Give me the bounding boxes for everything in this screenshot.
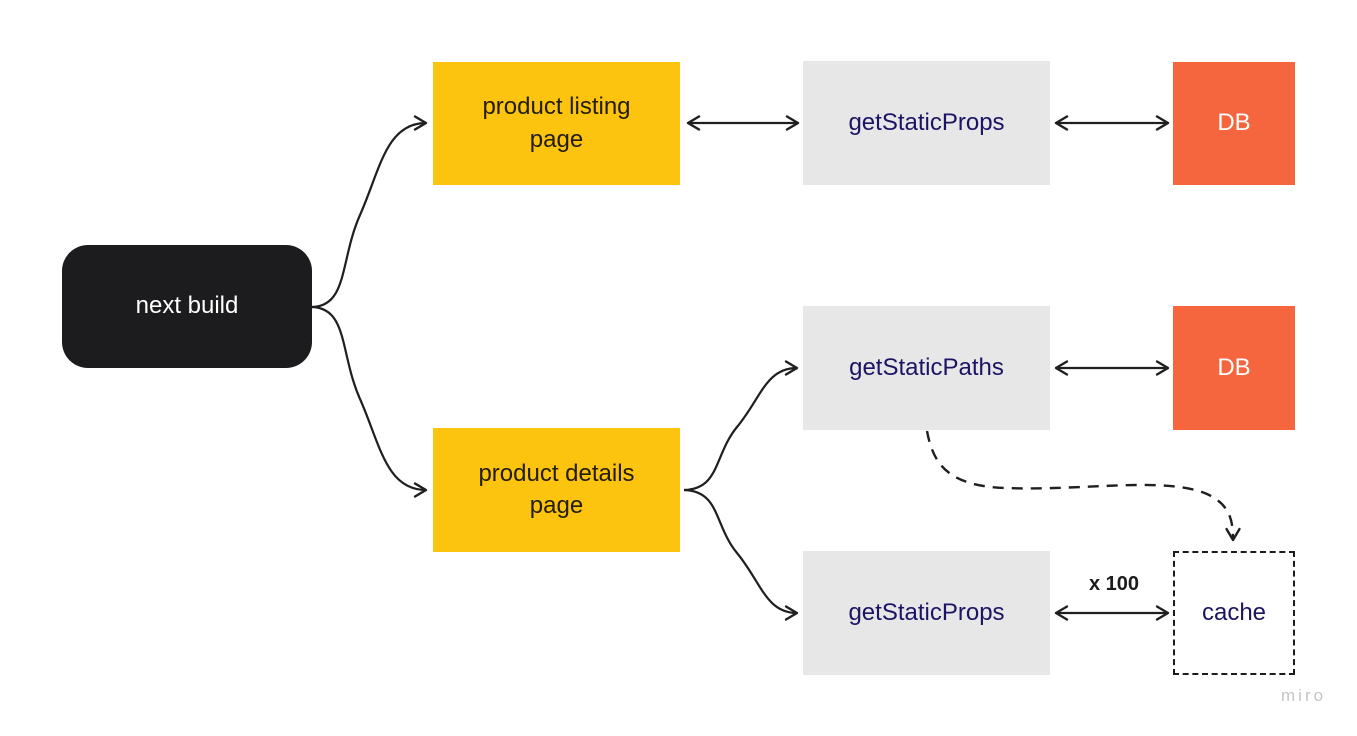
edge-label-x100: x 100 <box>1088 573 1140 595</box>
node-label: getStaticProps <box>848 598 1005 626</box>
node-cache[interactable]: cache <box>1173 551 1295 675</box>
node-label: product details page <box>478 459 635 519</box>
node-label: getStaticProps <box>848 108 1005 136</box>
node-get-static-props-top[interactable]: getStaticProps <box>803 61 1050 185</box>
node-product-listing-page[interactable]: product listing page <box>433 62 680 185</box>
node-label: DB <box>1217 353 1251 381</box>
edge-details-to-getstaticpaths[interactable] <box>683 360 799 492</box>
node-label: next build <box>135 292 239 320</box>
node-db-middle[interactable]: DB <box>1173 306 1295 430</box>
node-next-build[interactable]: next build <box>62 245 312 368</box>
node-get-static-paths[interactable]: getStaticPaths <box>803 306 1050 430</box>
node-label: getStaticPaths <box>849 353 1004 381</box>
node-label: cache <box>1201 598 1267 626</box>
node-product-details-page[interactable]: product details page <box>433 428 680 552</box>
node-label: product listing page <box>482 93 631 153</box>
node-get-static-props-bottom[interactable]: getStaticProps <box>803 551 1050 675</box>
edge-nextbuild-to-listing[interactable] <box>311 115 428 309</box>
node-db-top[interactable]: DB <box>1173 62 1295 185</box>
edge-getstaticpaths-to-cache-dashed[interactable] <box>925 430 1241 542</box>
edge-nextbuild-to-details[interactable] <box>311 305 428 498</box>
edge-details-to-getstaticprops[interactable] <box>683 488 799 621</box>
node-label: DB <box>1217 109 1251 137</box>
miro-watermark: miro <box>1281 686 1327 705</box>
